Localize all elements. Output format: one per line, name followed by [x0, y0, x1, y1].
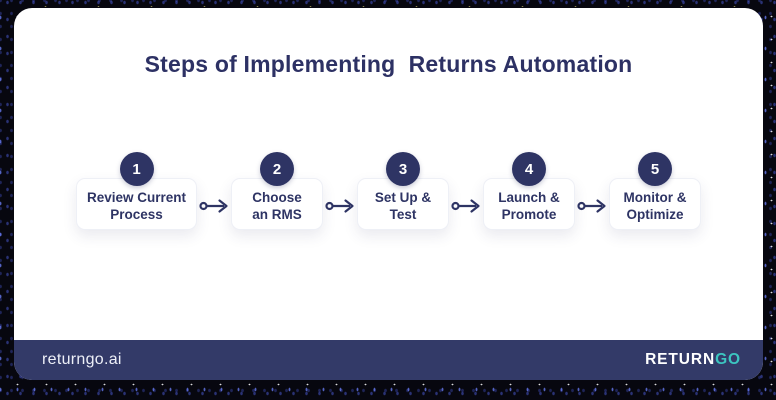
step-5-label-line-1: Monitor & [623, 189, 687, 205]
step-4-label-line-1: Launch & [498, 189, 560, 205]
connector-arrow-icon [197, 198, 231, 214]
step-2-card: Choose an RMS [231, 178, 324, 230]
step-4: 4 Launch & Promote [483, 152, 576, 230]
step-4-number-badge: 4 [512, 152, 547, 186]
step-2-number-badge: 2 [260, 152, 295, 186]
connector-arrow-icon [449, 198, 483, 214]
step-5-number-badge: 5 [638, 152, 673, 186]
connector-arrow-icon [323, 198, 357, 214]
infographic-sheet: Steps of Implementing Returns Automation… [14, 8, 763, 380]
step-1-label-line-1: Review Current [86, 189, 187, 205]
step-3-label-line-1: Set Up & [374, 189, 432, 205]
footer-bar: returngo.ai RETURNGO [14, 340, 763, 380]
step-1-label-line-2: Process [110, 206, 163, 222]
step-3-label-line-2: Test [389, 206, 417, 222]
step-4-label-line-2: Promote [501, 206, 557, 222]
step-1-number-badge: 1 [119, 152, 154, 186]
logo-return-text: RETURN [645, 351, 716, 368]
step-2-label-line-2: an RMS [252, 206, 302, 222]
step-3-card: Set Up & Test [357, 178, 450, 230]
returngo-logo: RETURNGO [645, 351, 741, 369]
footer-website: returngo.ai [42, 351, 122, 368]
step-5-label-line-2: Optimize [626, 206, 684, 222]
page-title: Steps of Implementing Returns Automation [144, 51, 633, 77]
connector-arrow-icon [575, 198, 609, 214]
steps-row: 1 Review Current Process 2 Choose an RMS [14, 152, 763, 230]
step-2: 2 Choose an RMS [231, 152, 324, 230]
step-2-label-line-1: Choose [252, 189, 302, 205]
logo-go-text: GO [715, 351, 741, 368]
step-3: 3 Set Up & Test [357, 152, 450, 230]
step-1-card: Review Current Process [75, 178, 198, 230]
step-3-number-badge: 3 [386, 152, 421, 186]
step-1: 1 Review Current Process [75, 152, 198, 230]
step-5-card: Monitor & Optimize [609, 178, 702, 230]
step-5: 5 Monitor & Optimize [609, 152, 702, 230]
step-4-card: Launch & Promote [483, 178, 576, 230]
